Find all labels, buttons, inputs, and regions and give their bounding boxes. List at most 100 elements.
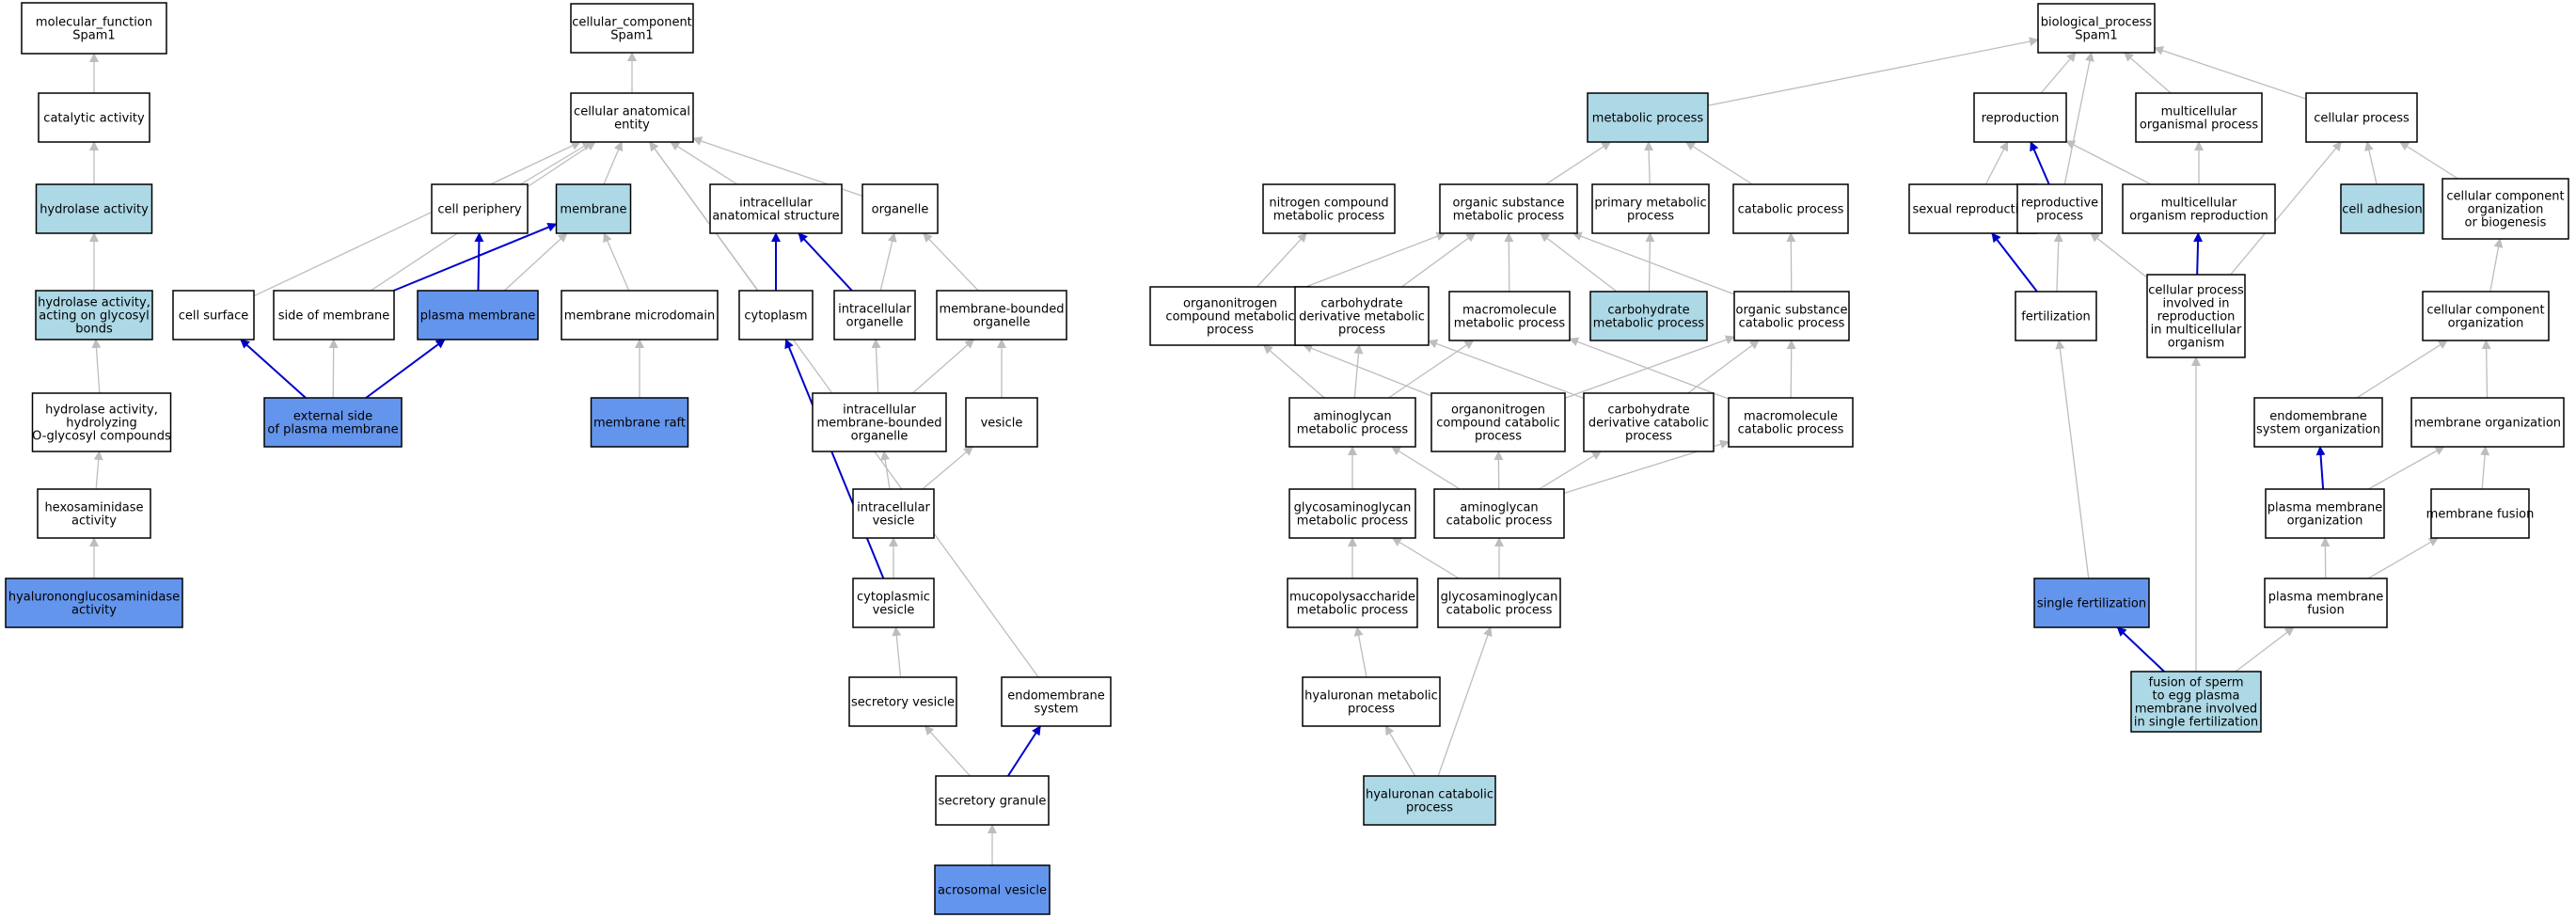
node-box[interactable] (2033, 578, 2150, 628)
node-box[interactable] (2037, 3, 2156, 54)
node-box[interactable] (1728, 397, 1854, 448)
node-catab[interactable]: catabolic process (1732, 183, 1849, 234)
node-box[interactable] (812, 392, 947, 452)
node-box[interactable] (1448, 291, 1571, 341)
node-catalytic[interactable]: catalytic activity (38, 92, 150, 143)
node-box[interactable] (934, 864, 1051, 915)
node-box[interactable] (861, 183, 939, 234)
node-box[interactable] (417, 290, 539, 340)
node-memmicro[interactable]: membrane microdomain (561, 290, 719, 340)
node-box[interactable] (1439, 183, 1578, 234)
node-repro[interactable]: reproduction (1973, 92, 2067, 143)
node-box[interactable] (263, 397, 403, 448)
node-box[interactable] (1433, 488, 1565, 539)
node-box[interactable] (1733, 291, 1850, 341)
node-box[interactable] (1262, 183, 1396, 234)
node-hydroO[interactable]: hydrolase activity,hydrolyzingO-glycosyl… (31, 392, 172, 452)
node-box[interactable] (1591, 183, 1710, 234)
node-memorg[interactable]: membrane organization (2410, 397, 2565, 448)
node-box[interactable] (1363, 775, 1496, 826)
node-box[interactable] (5, 578, 183, 628)
node-box[interactable] (570, 92, 694, 143)
node-box[interactable] (1583, 392, 1715, 452)
node-box[interactable] (2430, 488, 2530, 539)
node-box[interactable] (2130, 671, 2262, 733)
node-box[interactable] (2146, 274, 2246, 358)
node-box[interactable] (1287, 578, 1418, 628)
node-box[interactable] (935, 775, 1050, 826)
node-hydrolase[interactable]: hydrolase activity (35, 183, 153, 234)
node-acrosome[interactable]: acrosomal vesicle (934, 864, 1051, 915)
node-box[interactable] (172, 290, 255, 340)
node-hydroglyco[interactable]: hydrolase activity,acting on glycosylbon… (35, 290, 153, 340)
node-box[interactable] (1973, 92, 2067, 143)
node-box[interactable] (1430, 392, 1566, 452)
node-sidemem[interactable]: side of membrane (273, 290, 395, 340)
node-box[interactable] (273, 290, 395, 340)
node-box[interactable] (21, 2, 167, 55)
node-box[interactable] (833, 290, 916, 340)
node-box[interactable] (936, 290, 1067, 340)
node-plasmamem[interactable]: plasma membrane (417, 290, 539, 340)
node-box[interactable] (1589, 291, 1708, 341)
node-surface[interactable]: cell surface (172, 290, 255, 340)
node-box[interactable] (2410, 397, 2565, 448)
node-memfus[interactable]: membrane fusion (2426, 488, 2535, 539)
node-periph[interactable]: cell periphery (431, 183, 529, 234)
node-box[interactable] (1149, 286, 1311, 346)
node-box[interactable] (2442, 178, 2569, 240)
node-box[interactable] (738, 290, 814, 340)
node-box[interactable] (2422, 291, 2550, 341)
node-box[interactable] (561, 290, 719, 340)
node-box[interactable] (2264, 578, 2388, 628)
node-box[interactable] (570, 3, 694, 54)
node-box[interactable] (1437, 578, 1561, 628)
node-box[interactable] (2340, 183, 2425, 234)
node-box[interactable] (1732, 183, 1849, 234)
node-cytoplasm[interactable]: cytoplasm (738, 290, 814, 340)
node-box[interactable] (852, 578, 935, 628)
node-box[interactable] (2015, 291, 2097, 341)
node-box[interactable] (1302, 676, 1441, 727)
node-box[interactable] (2253, 397, 2383, 448)
node-box[interactable] (848, 676, 957, 727)
node-singfert[interactable]: single fertilization (2033, 578, 2150, 628)
node-box[interactable] (852, 488, 935, 539)
node-box[interactable] (2305, 92, 2418, 143)
node-box[interactable] (1288, 397, 1416, 448)
node-box[interactable] (2265, 488, 2385, 539)
node-box[interactable] (965, 397, 1038, 448)
node-adhesion[interactable]: cell adhesion (2340, 183, 2425, 234)
node-box[interactable] (35, 290, 153, 340)
node-box[interactable] (1288, 488, 1416, 539)
node-box[interactable] (590, 397, 689, 448)
